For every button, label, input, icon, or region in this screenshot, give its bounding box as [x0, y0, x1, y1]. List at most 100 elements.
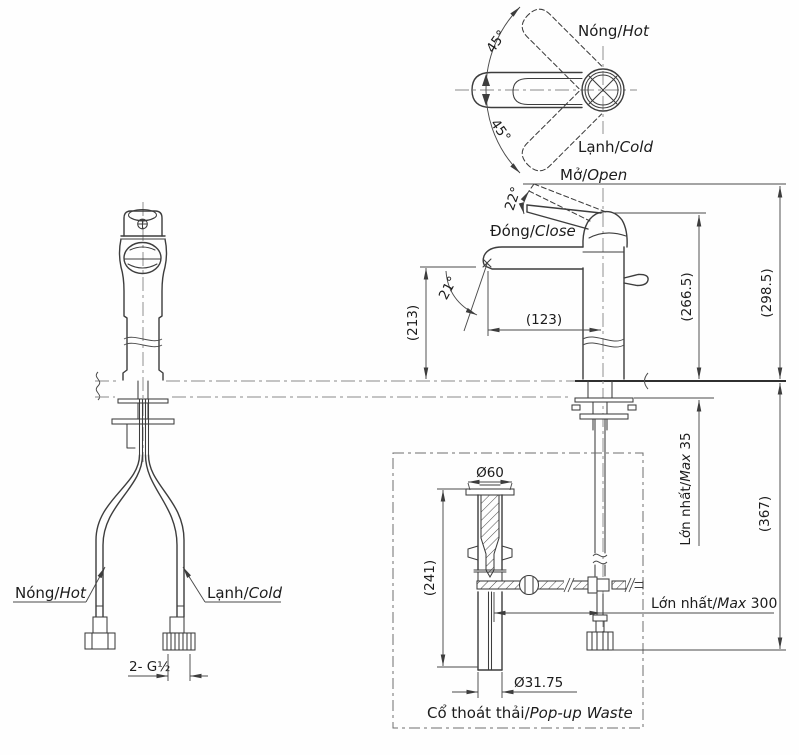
cold-leader — [182, 566, 206, 603]
label-max-300-vi: Lớn nhất/ — [651, 596, 718, 612]
label-max-300-en: Max — [717, 596, 747, 612]
label-cold-front: Lạnh/Cold — [207, 584, 282, 602]
front-body-left-edge — [118, 238, 128, 381]
label-open-en: Open — [587, 166, 627, 184]
label-hot-front-en: Hot — [59, 584, 86, 602]
pipe-break — [592, 553, 608, 558]
dim-367-text: (367) — [757, 496, 773, 532]
label-cold-plan-en: Cold — [620, 138, 654, 156]
plan-cap-ring-inner — [587, 74, 619, 106]
cartridge-dome — [582, 210, 628, 248]
label-cold-plan: Lạnh/Cold — [578, 138, 653, 156]
angle-45-upper: 45° — [483, 27, 510, 56]
waste-wing-right — [501, 545, 513, 561]
hot-hose-outer — [95, 454, 141, 618]
label-hot-front: Nóng/Hot — [15, 584, 87, 602]
dim-closed-height: (266.5) — [679, 215, 702, 379]
label-open-vi: Mở/ — [560, 166, 588, 184]
angle-21: 21° — [436, 274, 461, 303]
waste-assembly — [465, 484, 644, 671]
arc-tick-down — [482, 94, 490, 106]
arc-21 — [445, 270, 478, 316]
handle-open-position — [528, 183, 607, 222]
front-view: Nóng/Hot Lạnh/Cold 2- G½ — [13, 202, 282, 681]
supply-hoses — [84, 454, 196, 651]
dim-123-text: (123) — [526, 312, 562, 328]
front-clip — [126, 423, 136, 449]
label-hot-plan-en: Hot — [622, 22, 649, 40]
hot-hose-ferrule — [92, 616, 108, 634]
plan-view: 45° 45° Nóng/Hot Lạnh/Cold — [455, 6, 653, 174]
plan-cap-ring-mid — [584, 71, 622, 109]
waste-plug-hatched — [480, 494, 500, 579]
dim-waste-height: (241) — [422, 488, 478, 668]
label-max-300: Lớn nhất/Max 300 — [651, 596, 777, 612]
label-cold-front-vi: Lạnh/ — [207, 584, 250, 602]
side-view: 22° 21° Mở/Open Đóng/Close — [436, 166, 786, 644]
label-max-35-value: 35 — [678, 432, 694, 453]
front-spout-face — [123, 241, 162, 275]
dim-spout-height: (213) — [405, 266, 476, 379]
plan-handle-hot-position — [521, 90, 603, 172]
hot-hose-inner — [102, 454, 144, 618]
label-popup-waste-en: Pop-up Waste — [530, 704, 633, 722]
label-open: Mở/Open — [560, 166, 627, 184]
plan-cap-ring-outer — [581, 68, 625, 112]
dim-266-text: (266.5) — [679, 272, 695, 321]
dim-298-text: (298.5) — [759, 268, 775, 317]
front-break-line — [123, 336, 163, 342]
front-cold-label-group: Lạnh/Cold — [182, 566, 282, 603]
label-max-300-value: 300 — [746, 596, 777, 612]
front-cap — [123, 210, 163, 237]
hot-leader — [85, 566, 106, 603]
waste-flange — [465, 488, 515, 496]
stream-line — [463, 263, 488, 332]
dim-flange-dia: Ø60 — [467, 465, 513, 491]
front-body-right-edge — [158, 238, 168, 381]
arc-tick-up — [482, 74, 490, 86]
front-hot-label-group: Nóng/Hot — [13, 566, 106, 603]
label-popup-waste-vi: Cổ thoát thải/ — [427, 704, 531, 722]
label-close: Đóng/Close — [490, 222, 576, 240]
dim-max-reach: Lớn nhất/Max 300 — [493, 592, 777, 622]
side-mounting — [571, 380, 637, 651]
counter-left-break — [95, 371, 101, 401]
dim-tail-dia: Ø31.75 — [452, 672, 577, 698]
hot-hose-nut — [84, 632, 116, 650]
counter-break-mark — [644, 372, 649, 390]
cold-hose-outer — [147, 454, 185, 618]
dim-open-height: (298.5) — [759, 186, 783, 379]
spout-outline — [482, 246, 584, 270]
cold-hose-inner — [144, 454, 178, 618]
plan-handle-cold-position — [521, 8, 603, 90]
angle-22: 22° — [502, 185, 525, 213]
pipe-ferrule — [592, 614, 608, 622]
label-close-vi: Đóng/ — [490, 222, 536, 240]
side-break-line — [582, 336, 625, 342]
rod-clevis — [587, 576, 598, 594]
counter-surface — [95, 371, 786, 401]
lift-rod-knob — [623, 273, 649, 287]
label-popup-waste: Cổ thoát thải/Pop-up Waste — [427, 704, 633, 722]
dim-spout-reach: (123) — [487, 271, 601, 336]
label-close-en: Close — [535, 222, 576, 240]
plan-handle-outline — [471, 71, 583, 109]
label-hot-plan: Nóng/Hot — [578, 22, 650, 40]
label-max-35: Lớn nhất/Max 35 — [678, 432, 694, 545]
label-hot-front-vi: Nóng/ — [15, 584, 60, 602]
rod-ball-joint — [518, 574, 540, 596]
dim-below-depth: (367) — [612, 383, 786, 651]
label-cold-plan-vi: Lạnh/ — [578, 138, 621, 156]
front-mounting — [111, 380, 175, 456]
dim-3175-text: Ø31.75 — [514, 675, 563, 691]
label-thread-size: 2- G½ — [129, 659, 170, 675]
arc-22 — [518, 190, 530, 215]
plan-handle-inner — [512, 77, 583, 106]
waste-wing-left — [467, 545, 479, 561]
dim-241-text: (241) — [422, 560, 438, 596]
dim-thread: 2- G½ — [128, 654, 208, 681]
dim-213-text: (213) — [405, 305, 421, 341]
angle-45-lower: 45° — [487, 116, 514, 145]
dim-60-text: Ø60 — [476, 465, 504, 481]
